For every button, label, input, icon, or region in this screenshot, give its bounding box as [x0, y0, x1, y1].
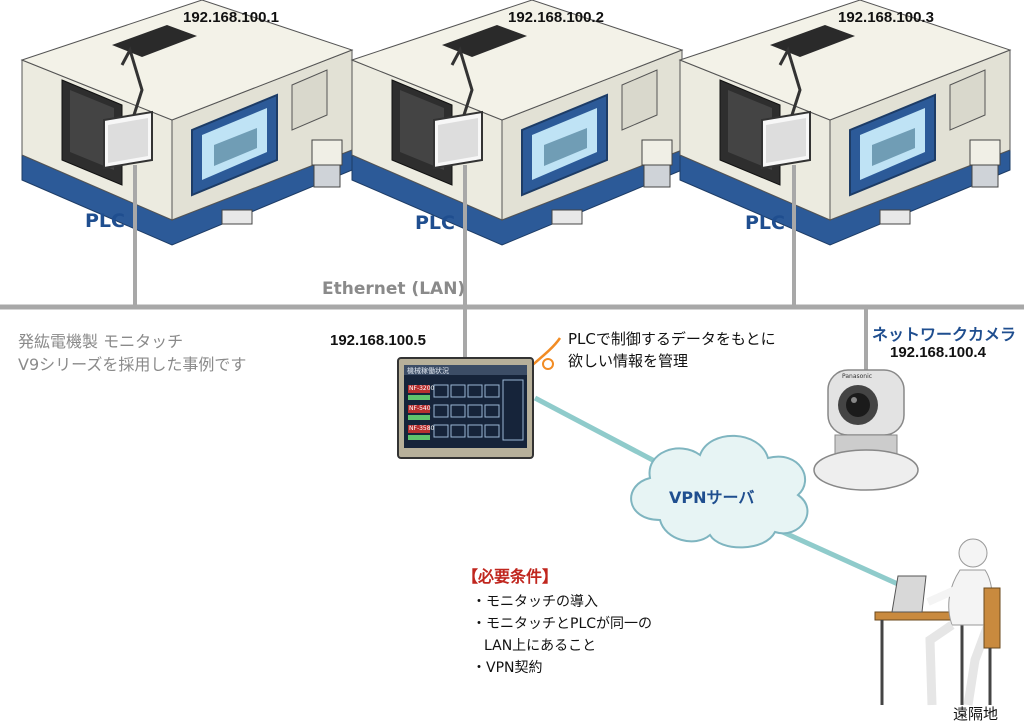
- requirement-item-2: ・モニタッチとPLCが同一の: [472, 616, 653, 632]
- monitouch-row-2: NF-540: [409, 405, 431, 412]
- monitouch-ip: 192.168.100.5: [330, 332, 426, 349]
- intro-note: 発紘電機製 モニタッチ V9シリーズを採用した事例です: [18, 330, 246, 376]
- machine-3-ip: 192.168.100.3: [838, 9, 934, 26]
- intro-line-2: V9シリーズを採用した事例です: [18, 355, 247, 374]
- machine-1-illustration: [20, 0, 354, 247]
- requirement-item-1: ・モニタッチの導入: [472, 594, 598, 610]
- camera-ip: 192.168.100.4: [890, 344, 986, 361]
- vpn-cloud-icon: [630, 434, 809, 549]
- machine-2-ip: 192.168.100.2: [508, 9, 604, 26]
- camera-brand: Panasonic: [842, 373, 873, 380]
- machine-1-ip: 192.168.100.1: [183, 9, 279, 26]
- monitouch-device-illustration: [397, 357, 534, 459]
- intro-line-1: 発紘電機製 モニタッチ: [18, 332, 184, 351]
- monitouch-row-3: NF-3580: [409, 425, 435, 432]
- remote-site-label: 遠隔地: [953, 705, 999, 723]
- remote-worker-illustration: [874, 538, 1001, 706]
- machine-2-plc-label: PLC: [415, 212, 455, 234]
- vpn-server-label: VPNサーバ: [669, 488, 755, 507]
- monitouch-row-1: NF-3200: [409, 385, 435, 392]
- monitouch-callout: PLCで制御するデータをもとに 欲しい情報を管理: [568, 328, 776, 372]
- machine-1-plc-label: PLC: [85, 210, 125, 232]
- camera-label: ネットワークカメラ: [872, 325, 1017, 344]
- machine-3-illustration: [678, 0, 1012, 247]
- network-camera-illustration: [813, 369, 919, 491]
- requirement-item-3: ・VPN契約: [472, 660, 543, 676]
- machine-2-illustration: [350, 0, 684, 247]
- callout-line-2: 欲しい情報を管理: [568, 352, 689, 370]
- requirement-item-2-cont: LAN上にあること: [484, 638, 597, 654]
- requirements-box: 【必要条件】 ・モニタッチの導入 ・モニタッチとPLCが同一の LAN上にあるこ…: [462, 563, 652, 679]
- callout-line-1: PLCで制御するデータをもとに: [568, 330, 776, 348]
- ethernet-lan-label: Ethernet (LAN): [322, 279, 466, 299]
- monitouch-screen-header: 機械稼働状況: [407, 367, 449, 375]
- machine-3-plc-label: PLC: [745, 212, 785, 234]
- requirements-title: 【必要条件】: [462, 567, 559, 586]
